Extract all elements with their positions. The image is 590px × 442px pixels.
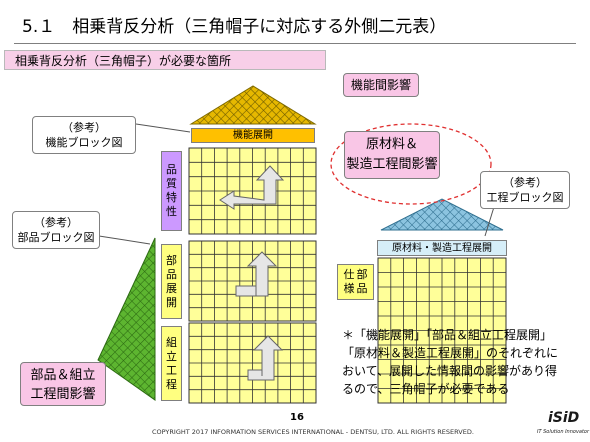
parts-assembly-callout: 部品＆組立 工程間影響	[20, 362, 106, 406]
arrow-up-icon	[219, 165, 285, 210]
page-number: 16	[290, 412, 304, 423]
material-process-matrix	[377, 257, 507, 404]
material-hat-icon	[380, 198, 504, 231]
matrix-grids	[188, 147, 507, 404]
function-hat-icon	[189, 85, 317, 125]
arrow-up-icon	[235, 251, 278, 297]
connector-line	[98, 235, 151, 245]
parts-matrix	[188, 240, 317, 322]
function-deploy-bar: 機能展開	[191, 128, 315, 143]
copyright: COPYRIGHT 2017 INFORMATION SERVICES INTE…	[152, 428, 474, 436]
function-interaction-callout: 機能間影響	[343, 73, 419, 97]
ref-function-block-callout: （参考） 機能ブロック図	[32, 116, 136, 154]
material-process-callout: 原材料＆ 製造工程間影響	[344, 131, 440, 179]
parts-assembly-triangle-icon	[97, 237, 156, 401]
company-logo: iSiD	[548, 410, 580, 426]
function-matrix	[188, 147, 317, 235]
quality-label: 品 質 特 性	[161, 151, 182, 231]
page-title: 5.１ 相乗背反分析（三角帽子に対応する外側二元表）	[22, 17, 447, 37]
material-process-bar: 原材料・製造工程展開	[377, 240, 507, 256]
title-divider	[14, 43, 576, 44]
sub-banner: 相乗背反分析（三角帽子）が必要な箇所	[4, 50, 326, 70]
assembly-label: 組 立 工 程	[161, 326, 182, 401]
assembly-matrix	[188, 322, 317, 404]
ref-parts-block-callout: （参考） 部品ブロック図	[12, 211, 100, 249]
red-dashed-ellipse	[330, 123, 492, 205]
arrow-up-icon	[247, 335, 284, 381]
explanation-note: ＊「機能展開」「部品＆組立工程展開」 「原材料＆製造工程展開」のそれぞれに おい…	[342, 328, 559, 396]
spec-parts-label: 仕 部 様 品	[337, 264, 374, 300]
connector-line	[135, 123, 191, 133]
ref-process-block-callout: （参考） 工程ブロック図	[480, 171, 570, 209]
parts-deploy-label: 部 品 展 開	[161, 244, 182, 319]
company-logo-tagline: IT Solution Innovator	[537, 429, 590, 435]
